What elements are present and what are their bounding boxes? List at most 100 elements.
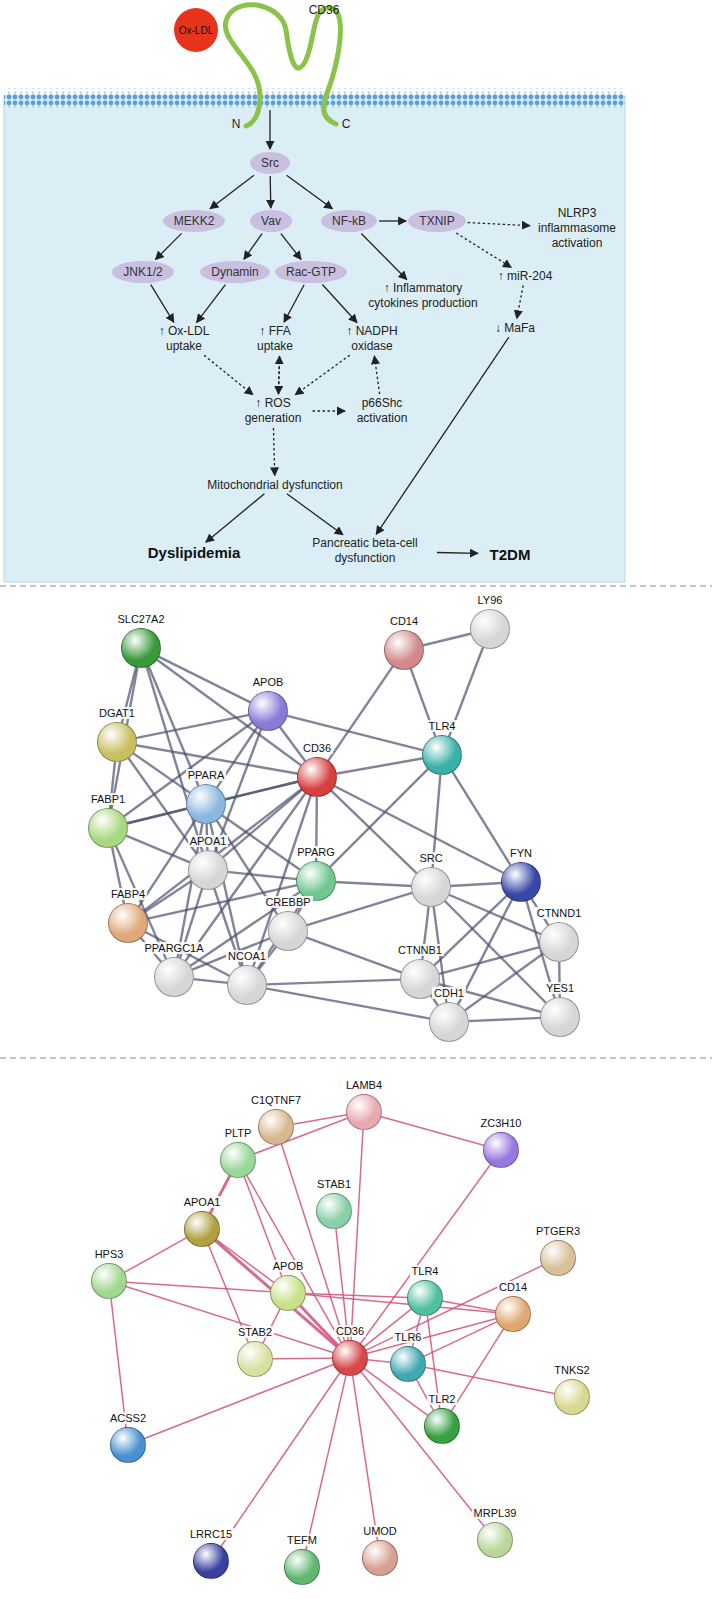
protein-circle xyxy=(332,1340,368,1376)
signal-ellipse: NF-kB xyxy=(321,210,377,232)
protein-circle xyxy=(154,957,194,997)
interaction-line xyxy=(361,1371,485,1526)
arrow-connector xyxy=(517,285,523,318)
interaction-line xyxy=(306,1375,346,1551)
protein-circle xyxy=(188,850,228,890)
protein-label: APOB xyxy=(271,1260,306,1272)
pathway-text: Mitochondrial dysfunction xyxy=(190,478,360,493)
interaction-line xyxy=(367,1360,391,1363)
protein-label: CTNND1 xyxy=(535,907,584,919)
protein-label: FYN xyxy=(508,847,534,859)
interaction-line xyxy=(144,1364,334,1439)
interaction-line xyxy=(210,1175,230,1214)
protein-label: LRRC15 xyxy=(188,1528,234,1540)
interaction-line xyxy=(328,666,394,762)
protein-circle xyxy=(88,808,128,848)
protein-label: ZC3H10 xyxy=(479,1117,524,1129)
interaction-line xyxy=(293,1115,347,1124)
arrow-connector xyxy=(322,284,357,322)
protein-circle xyxy=(258,1109,294,1145)
protein-circle xyxy=(91,1263,127,1299)
arrow-connector xyxy=(295,355,350,395)
interaction-line xyxy=(464,953,543,1011)
interaction-line xyxy=(266,980,401,985)
interaction-line xyxy=(144,880,192,912)
protein-node: CD36 xyxy=(269,741,365,797)
node-text: ↑ ROS generation xyxy=(236,396,311,426)
interaction-line xyxy=(222,815,301,870)
arrow-connector xyxy=(206,494,265,542)
protein-label: CD36 xyxy=(334,1325,366,1337)
protein-circle xyxy=(220,1142,256,1178)
interaction-line xyxy=(438,947,540,974)
arrow-connector xyxy=(270,176,272,208)
node-text: ↑ NADPH oxidase xyxy=(335,324,410,354)
interaction-line xyxy=(336,758,424,773)
protein-label: CREBBP xyxy=(263,896,312,908)
protein-circle xyxy=(193,1543,229,1579)
separator xyxy=(0,1057,712,1058)
protein-label: CTNNB1 xyxy=(396,944,444,956)
protein-node: NCOA1 xyxy=(199,949,295,1005)
node-text: ↑ Inflammatory cytokines production xyxy=(361,281,486,311)
interaction-line xyxy=(442,1301,497,1311)
protein-label: NCOA1 xyxy=(226,950,268,962)
arrow-connector xyxy=(287,175,333,209)
protein-node: STAB2 xyxy=(207,1325,303,1377)
pathway-text: ↑ Ox-LDL uptake xyxy=(149,324,219,354)
protein-label: APOB xyxy=(251,676,286,688)
protein-node: FABP1 xyxy=(60,792,156,848)
protein-node: CD36 xyxy=(302,1324,398,1376)
interaction-line xyxy=(335,882,412,886)
protein-label: APOA1 xyxy=(182,1196,223,1208)
signal-ellipse: Vav xyxy=(250,210,292,232)
interaction-line xyxy=(227,872,297,879)
protein-circle xyxy=(539,922,579,962)
interaction-line xyxy=(334,786,504,874)
arrow-connector xyxy=(273,428,274,476)
protein-label: CD14 xyxy=(497,1281,529,1293)
protein-circle xyxy=(296,861,336,901)
protein-circle xyxy=(184,1211,220,1247)
node-text: NLRP3 inflammasome activation xyxy=(532,206,622,251)
part-label: C xyxy=(342,117,351,131)
protein-node: TLR6 xyxy=(360,1330,456,1382)
arrow-connector xyxy=(437,552,478,554)
pathway-text: ↑ FFA uptake xyxy=(245,324,305,354)
protein-circle xyxy=(121,628,161,668)
protein-circle xyxy=(248,691,288,731)
protein-label: SLC27A2 xyxy=(115,613,166,625)
arrow-connector xyxy=(197,285,226,323)
interaction-line xyxy=(422,634,471,646)
node-text: Vav xyxy=(261,214,281,228)
node-text: Mitochondrial dysfunction xyxy=(190,478,360,493)
cell-panel xyxy=(4,96,625,582)
pathway-text: ↑ NADPH oxidase xyxy=(335,324,410,354)
protein-circle xyxy=(346,1094,382,1130)
protein-circle xyxy=(407,1280,443,1316)
interaction-line xyxy=(272,1357,333,1359)
protein-circle xyxy=(384,630,424,670)
interaction-line xyxy=(305,1295,496,1313)
protein-node: MRPL39 xyxy=(447,1506,543,1558)
node-text: ↑ Ox-LDL uptake xyxy=(149,324,219,354)
protein-label: UMOD xyxy=(361,1525,399,1537)
protein-circle xyxy=(422,735,462,775)
arrow-connector xyxy=(278,356,279,394)
protein-circle xyxy=(227,965,267,1005)
protein-label: TLR4 xyxy=(410,1265,441,1277)
arrow-connector xyxy=(210,175,254,209)
protein-circle xyxy=(483,1132,519,1168)
interaction-line xyxy=(353,1375,378,1541)
protein-node: APOB xyxy=(240,1259,336,1311)
protein-circle xyxy=(362,1540,398,1576)
node-text: p66Shc activation xyxy=(347,396,417,426)
node-text: TXNIP xyxy=(419,214,454,228)
signal-arrow xyxy=(269,110,270,149)
protein-circle xyxy=(540,1240,576,1276)
protein-node: TEFM xyxy=(254,1533,350,1585)
protein-node: SRC xyxy=(383,851,479,907)
protein-circle xyxy=(495,1296,531,1332)
interaction-line xyxy=(329,768,428,867)
interaction-line xyxy=(281,1143,345,1342)
